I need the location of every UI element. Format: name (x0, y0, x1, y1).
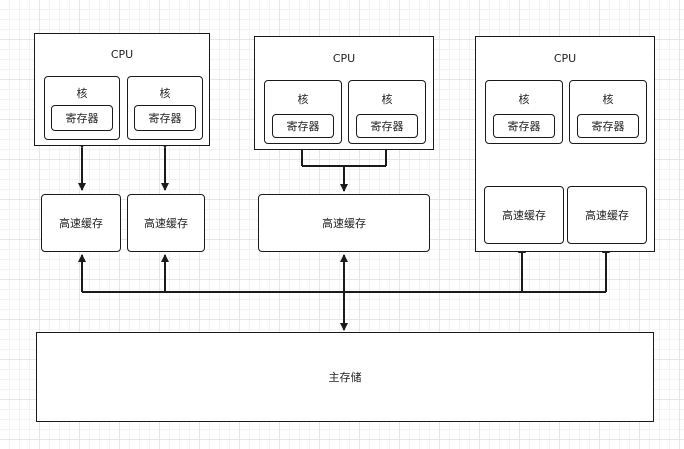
core-label: 核 (159, 87, 171, 100)
core-label: 核 (76, 87, 88, 100)
main-memory-label: 主存储 (328, 371, 362, 384)
cpu-3-cache-1: 高速缓存 (484, 186, 564, 244)
cpu-1-title: CPU (110, 48, 134, 61)
register: 寄存器 (356, 114, 418, 138)
cpu-2-core-1: 核 寄存器 (264, 80, 342, 144)
cpu-3-core-2: 核 寄存器 (569, 80, 647, 144)
cpu-2-title: CPU (332, 52, 356, 65)
register-label: 寄存器 (370, 120, 404, 133)
core-label: 核 (297, 93, 309, 106)
cpu-2-cache: 高速缓存 (258, 194, 430, 252)
cpu-3-cache-2: 高速缓存 (567, 186, 647, 244)
register-label: 寄存器 (507, 120, 541, 133)
cpu-1-cache-1: 高速缓存 (41, 194, 121, 252)
cpu-1: CPU 核 寄存器 核 寄存器 (34, 33, 210, 146)
cpu-2: CPU 核 寄存器 核 寄存器 (254, 36, 434, 150)
cache-label: 高速缓存 (144, 217, 188, 230)
cpu-3-title: CPU (553, 52, 577, 65)
cache-label: 高速缓存 (59, 217, 103, 230)
register: 寄存器 (134, 105, 196, 131)
cpu-1-cache-2: 高速缓存 (127, 194, 205, 252)
register: 寄存器 (51, 105, 113, 131)
register: 寄存器 (493, 114, 555, 138)
cpu-3-core-1: 核 寄存器 (485, 80, 563, 144)
core-label: 核 (518, 93, 530, 106)
core-label: 核 (381, 93, 393, 106)
cache-label: 高速缓存 (502, 209, 546, 222)
cpu-1-core-1: 核 寄存器 (44, 76, 120, 140)
register-label: 寄存器 (591, 120, 625, 133)
cache-label: 高速缓存 (322, 217, 366, 230)
cache-label: 高速缓存 (585, 209, 629, 222)
register: 寄存器 (577, 114, 639, 138)
cpu-3: CPU 核 寄存器 核 寄存器 高速缓存 高速缓存 (475, 36, 655, 252)
register: 寄存器 (272, 114, 334, 138)
cpu-1-core-2: 核 寄存器 (127, 76, 203, 140)
register-label: 寄存器 (286, 120, 320, 133)
register-label: 寄存器 (148, 112, 182, 125)
main-memory: 主存储 (36, 332, 654, 422)
register-label: 寄存器 (65, 112, 99, 125)
core-label: 核 (602, 93, 614, 106)
cpu-2-core-2: 核 寄存器 (348, 80, 426, 144)
